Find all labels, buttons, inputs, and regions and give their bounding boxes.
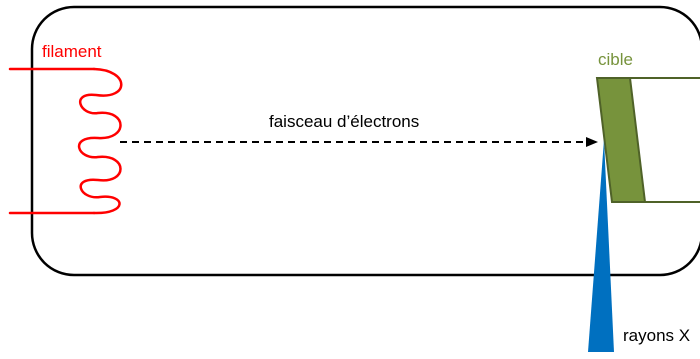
filament-coil (8, 67, 123, 215)
filament-loops (77, 67, 123, 215)
target-block (595, 77, 647, 203)
beam-arrowhead (586, 137, 598, 147)
electron-beam-label: faisceau d’électrons (269, 112, 419, 131)
tube-outline (30, 5, 700, 277)
target (595, 77, 700, 203)
x-rays-label: rayons X (623, 326, 690, 345)
electron-beam-arrow (120, 137, 598, 147)
x-ray-beam (588, 140, 614, 352)
filament-label: filament (42, 42, 102, 61)
target-label: cible (598, 50, 633, 69)
